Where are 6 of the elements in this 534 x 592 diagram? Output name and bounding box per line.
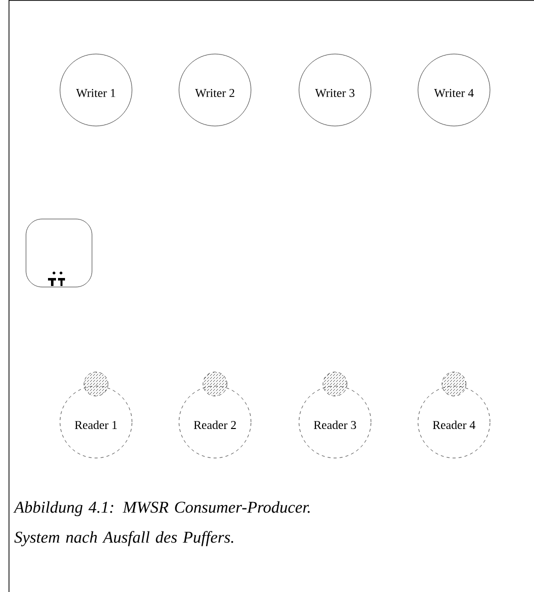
hatched-circle xyxy=(322,372,348,396)
hatched-circle xyxy=(202,372,228,396)
rounded-box xyxy=(26,218,92,288)
hatched-circle xyxy=(442,372,466,396)
hatched-circle xyxy=(84,372,108,396)
figure-caption: Abbildung 4.1: MWSR Consumer-Producer. System nach Ausfall des Puffers. xyxy=(13,501,310,546)
